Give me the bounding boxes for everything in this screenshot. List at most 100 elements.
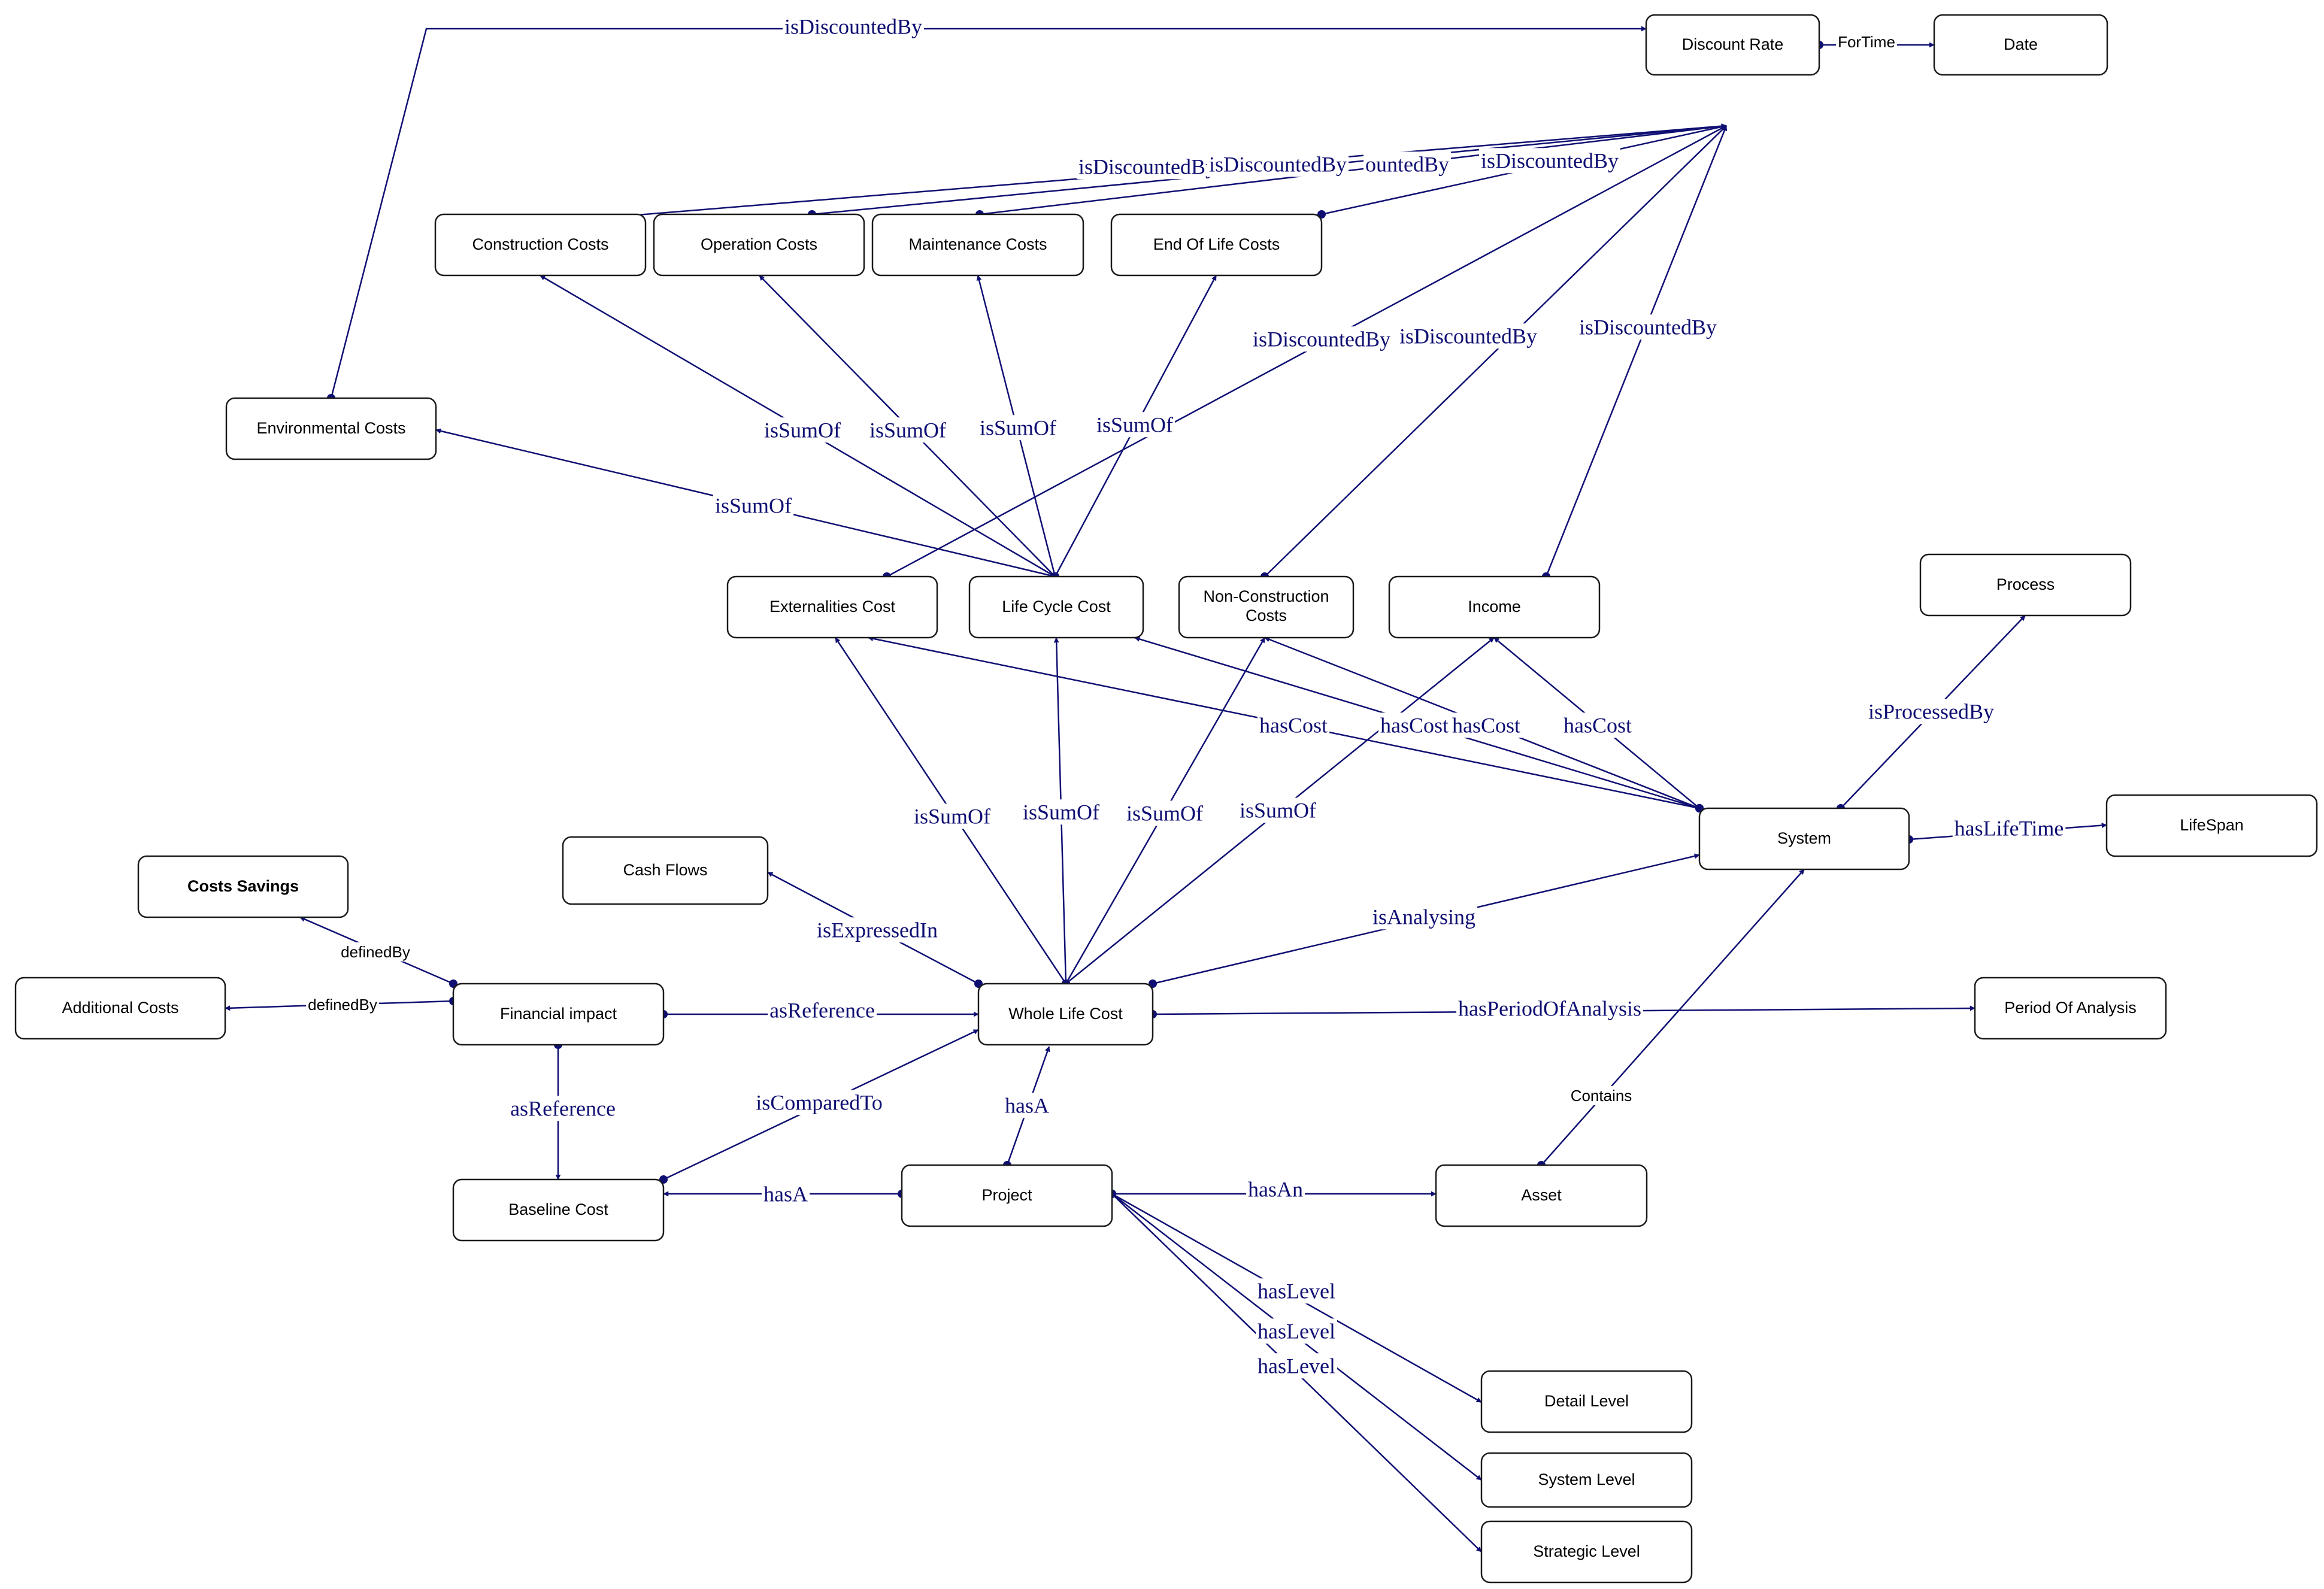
node-whole-life-cost[interactable]: Whole Life Cost	[977, 982, 1154, 1046]
node-label: System Level	[1538, 1470, 1635, 1488]
edge-label-proj-strat: hasLevel	[1258, 1354, 1335, 1378]
node-box	[1480, 1452, 1693, 1508]
edge-label-proj-asset: hasAn	[1248, 1177, 1303, 1201]
edge-label-maint-disc: ountedBy	[1365, 152, 1449, 176]
node-end-of-life-costs[interactable]: End Of Life Costs	[1110, 213, 1323, 277]
node-label: Life Cycle Cost	[1002, 598, 1111, 615]
node-date[interactable]: Date	[1933, 14, 2108, 76]
node-process[interactable]: Process	[1919, 553, 2132, 617]
edge-label-background	[508, 1096, 617, 1121]
edge-label-background	[1577, 314, 1719, 340]
edge-label-wlc-cash: isExpressedIn	[817, 918, 938, 942]
node-life-cycle-cost[interactable]: Life Cycle Cost	[968, 575, 1144, 639]
edge-label-lcc-op: isSumOf	[869, 418, 946, 442]
edge-label-background	[815, 917, 940, 943]
node-box	[225, 397, 437, 460]
node-system[interactable]: System	[1698, 807, 1910, 871]
edge-label-wlc-sys: isAnalysing	[1372, 905, 1475, 929]
node-box	[1110, 213, 1323, 277]
edge-label-lcc-cons: isSumOf	[764, 418, 841, 442]
node-box	[14, 977, 226, 1040]
edge-label-ncc-disc: isDiscountedBy	[1399, 324, 1537, 348]
node-box	[1435, 1164, 1648, 1227]
node-box	[1388, 575, 1601, 639]
node-externalities-cost[interactable]: Externalities Cost	[726, 575, 938, 639]
edge-label-ext-disc: isDiscountedBy	[1253, 327, 1390, 351]
edge-label-background	[1370, 904, 1478, 930]
node-project[interactable]: Project	[901, 1164, 1113, 1227]
edge-labels-layer: isDiscountedBy ForTime isDiscountedBy isDis…	[306, 14, 2066, 1379]
edge-label-inc-disc: isDiscountedBy	[1579, 315, 1717, 339]
node-label: Costs Savings	[187, 877, 299, 895]
edge-label-background	[1257, 712, 1330, 738]
node-maintenance-costs[interactable]: Maintenance Costs	[871, 213, 1084, 277]
node-box	[977, 982, 1154, 1046]
node-label: End Of Life Costs	[1153, 235, 1280, 253]
node-detail-level[interactable]: Detail Level	[1480, 1370, 1693, 1433]
node-box	[726, 575, 938, 639]
node-baseline-cost[interactable]: Baseline Cost	[452, 1178, 665, 1242]
edge-label-background	[1479, 148, 1620, 174]
node-additional-costs[interactable]: Additional Costs	[14, 977, 226, 1040]
node-box	[653, 213, 865, 277]
node-lifespan[interactable]: LifeSpan	[2105, 794, 2318, 857]
node-label: Baseline Cost	[508, 1200, 608, 1218]
edge-label-proj-base: hasA	[763, 1182, 808, 1206]
node-box	[1645, 14, 1820, 76]
edge-label-background	[911, 803, 993, 829]
node-environmental-costs[interactable]: Environmental Costs	[225, 397, 437, 460]
edge-maint-disc	[979, 123, 1727, 216]
edge-label-proj-syslvl: hasLevel	[1258, 1319, 1335, 1343]
node-construction-costs[interactable]: Construction Costs	[434, 213, 647, 277]
node-label: Construction Costs	[472, 235, 608, 253]
edge-label-background	[1094, 412, 1175, 438]
edge-env-disc	[330, 26, 1647, 399]
node-asset[interactable]: Asset	[1435, 1164, 1648, 1227]
edge-label-background	[713, 493, 794, 518]
node-costs-savings[interactable]: Costs Savings	[137, 855, 349, 918]
node-income[interactable]: Income	[1388, 575, 1601, 639]
edge-label-wlc-lcc: isSumOf	[1023, 800, 1099, 824]
edge-label-background	[867, 417, 949, 443]
node-system-level[interactable]: System Level	[1480, 1452, 1693, 1508]
edge-label-fi-wlc: asReference	[769, 998, 875, 1022]
node-label: LifeSpan	[2180, 816, 2244, 834]
edge-label-background	[1398, 323, 1539, 349]
node-period-of-analysis[interactable]: Period Of Analysis	[1974, 977, 2167, 1040]
edge-label-background	[1256, 1278, 1337, 1304]
node-strategic-level[interactable]: Strategic Level	[1480, 1520, 1693, 1584]
node-label: Maintenance Costs	[908, 235, 1047, 253]
edge-label-fi-add: definedBy	[308, 996, 377, 1014]
edge-label-background	[1003, 1093, 1051, 1118]
node-cash-flows[interactable]: Cash Flows	[562, 836, 769, 905]
node-label-line: Costs	[1246, 607, 1287, 624]
edge-label-background	[768, 997, 877, 1023]
node-label: Asset	[1521, 1186, 1562, 1204]
node-label: Cash Flows	[623, 861, 707, 879]
edge-label-sys-lcc: hasCost	[1380, 713, 1449, 737]
edge-label-background	[1256, 1353, 1337, 1379]
edge-label-background	[1077, 154, 1218, 180]
edge-inc-disc	[1545, 125, 1728, 577]
edge-label-date-rel: ForTime	[1838, 33, 1895, 51]
node-discount-rate[interactable]: Discount Rate	[1645, 14, 1820, 76]
node-financial-impact[interactable]: Financial impact	[452, 982, 665, 1046]
edge-label-eol-disc: isDiscountedBy	[1481, 148, 1619, 172]
edge-label-sys-life: hasLifeTime	[1955, 816, 2064, 840]
edge-label-lcc-env: isSumOf	[715, 493, 792, 517]
node-label: Discount Rate	[1682, 35, 1784, 53]
node-box	[137, 855, 349, 918]
edge-label-background	[754, 1090, 884, 1115]
edge-label-background	[1020, 799, 1102, 825]
node-label: Financial impact	[500, 1005, 617, 1023]
node-box	[562, 836, 769, 905]
edge-label-wlc-ncc: isSumOf	[1126, 801, 1203, 825]
node-label: Income	[1468, 598, 1521, 615]
edge-label-background	[1246, 1176, 1305, 1202]
node-operation-costs[interactable]: Operation Costs	[653, 213, 865, 277]
node-label: Whole Life Cost	[1008, 1005, 1123, 1023]
edge-label-sys-proc: isProcessedBy	[1868, 699, 1994, 723]
edge-label-background	[1378, 712, 1451, 738]
